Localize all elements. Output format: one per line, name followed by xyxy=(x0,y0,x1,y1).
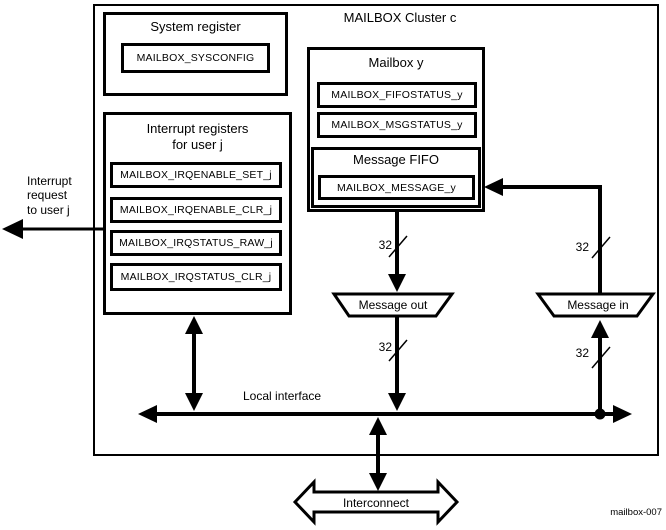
bus-width-label-out-upper: 32 xyxy=(378,238,392,252)
mailbox-y-title: Mailbox y xyxy=(368,55,424,70)
register-fifostatus: MAILBOX_FIFOSTATUS_y xyxy=(317,82,477,108)
register-irqenable-clr: MAILBOX_IRQENABLE_CLR_j xyxy=(110,197,282,223)
message-fifo-title: Message FIFO xyxy=(353,152,439,167)
local-interface-label: Local interface xyxy=(243,389,322,403)
register-msgstatus: MAILBOX_MSGSTATUS_y xyxy=(317,112,477,138)
system-register-title: System register xyxy=(150,19,241,34)
interconnect-label: Interconnect xyxy=(342,496,410,510)
register-irqstatus-clr: MAILBOX_IRQSTATUS_CLR_j xyxy=(110,263,282,291)
message-out-label: Message out xyxy=(358,298,428,312)
interrupt-registers-title: Interrupt registers for user j xyxy=(146,121,249,152)
register-irqstatus-raw: MAILBOX_IRQSTATUS_RAW_j xyxy=(110,230,282,256)
bus-width-label-in-upper: 32 xyxy=(575,240,589,254)
interrupt-request-arrowhead xyxy=(2,219,23,239)
interconnect-arrowhead-down xyxy=(369,473,387,491)
figure-id-label: mailbox-007 xyxy=(610,507,662,518)
cluster-title: MAILBOX Cluster c xyxy=(343,10,457,25)
register-irqenable-set: MAILBOX_IRQENABLE_SET_j xyxy=(110,162,282,188)
bus-width-label-out-lower: 32 xyxy=(378,340,392,354)
interrupt-request-label: Interrupt request to user j xyxy=(27,174,72,217)
register-mailbox-sysconfig: MAILBOX_SYSCONFIG xyxy=(121,43,270,73)
message-in-label: Message in xyxy=(567,298,629,312)
bus-width-label-in-lower: 32 xyxy=(575,346,589,360)
register-message: MAILBOX_MESSAGE_y xyxy=(318,175,475,200)
